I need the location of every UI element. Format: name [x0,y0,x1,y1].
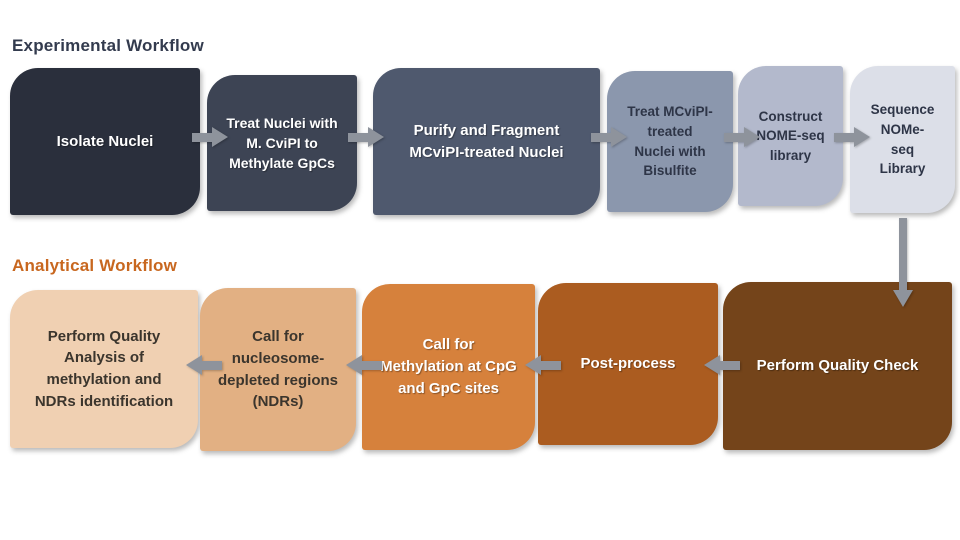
arrow-right-connector-5 [834,127,870,147]
arrow-right-connector-1 [192,127,228,147]
arrow-left-connector-1 [186,355,222,375]
step-label: Call for Methylation at CpG and GpC site… [380,336,517,397]
step-purify-fragment: Purify and Fragment MCviPI-treated Nucle… [373,68,600,215]
step-post-process: Post-process [538,283,718,445]
step-isolate-nuclei: Isolate Nuclei [10,68,200,215]
step-treat-nuclei-mcvipi: Treat Nuclei with M. CviPI to Methylate … [207,75,357,211]
step-label: Call for nucleosome- depleted regions (N… [217,328,339,411]
step-call-ndrs: Call for nucleosome- depleted regions (N… [200,288,356,451]
arrow-right-connector-2 [348,127,384,147]
step-label: Treat Nuclei with M. CviPI to Methylate … [226,114,338,172]
arrow-down-connector [893,218,913,307]
analytical-workflow-title: Analytical Workflow [12,256,178,275]
experimental-workflow-title: Experimental Workflow [12,36,204,55]
arrow-left-connector-4 [704,355,740,375]
step-bisulfite-treatment: Treat MCviPI- treated Nuclei with Bisulf… [607,71,733,212]
step-label: Construct NOME-seq library [756,108,825,163]
step-call-methylation: Call for Methylation at CpG and GpC site… [362,284,535,450]
step-label: Purify and Fragment MCviPI-treated Nucle… [409,121,564,161]
arrow-left-connector-3 [525,355,561,375]
step-label: Post-process [580,355,676,373]
arrow-right-connector-4 [724,127,760,147]
arrow-right-connector-3 [591,127,627,147]
step-label: Isolate Nuclei [56,132,154,150]
step-quality-analysis: Perform Quality Analysis of methylation … [10,290,198,448]
step-quality-check: Perform Quality Check [723,282,952,450]
step-label: Perform Quality Check [756,357,919,375]
step-label: Treat MCviPI- treated Nuclei with Bisulf… [627,104,713,179]
step-label: Perform Quality Analysis of methylation … [34,327,174,410]
arrow-left-connector-2 [346,355,382,375]
step-label: Sequence NOMe- seq Library [870,102,935,177]
